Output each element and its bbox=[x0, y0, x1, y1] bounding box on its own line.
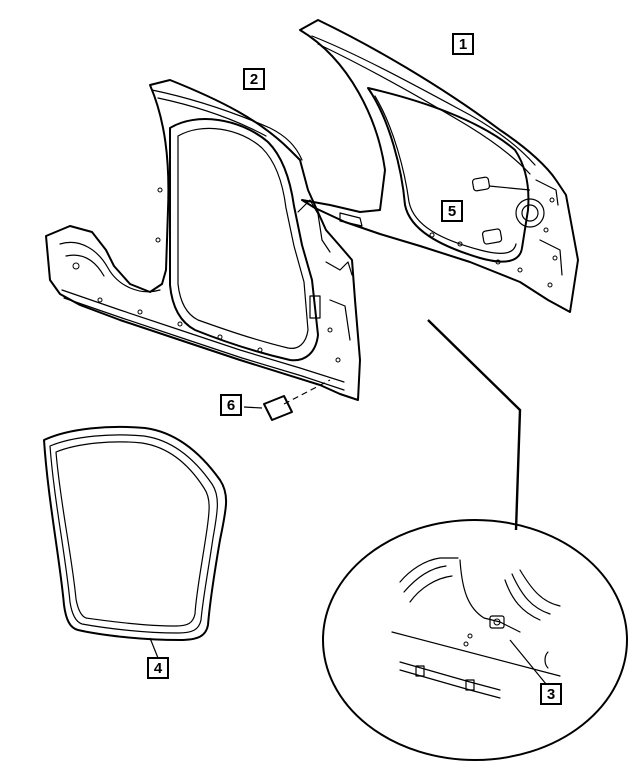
callout-2: 2 bbox=[243, 68, 265, 90]
plug-part-6 bbox=[243, 379, 331, 421]
body-side-aperture-rear bbox=[299, 19, 579, 313]
plug-part-5 bbox=[471, 176, 531, 245]
callout-1: 1 bbox=[452, 33, 474, 55]
door-weatherstrip bbox=[43, 425, 228, 659]
detail-view-part-3 bbox=[322, 519, 628, 761]
body-side-aperture-front bbox=[45, 79, 361, 401]
callout-4: 4 bbox=[147, 657, 169, 679]
detail-leader bbox=[427, 319, 522, 531]
callout-6: 6 bbox=[220, 394, 242, 416]
callout-5: 5 bbox=[441, 200, 463, 222]
callout-3: 3 bbox=[540, 683, 562, 705]
